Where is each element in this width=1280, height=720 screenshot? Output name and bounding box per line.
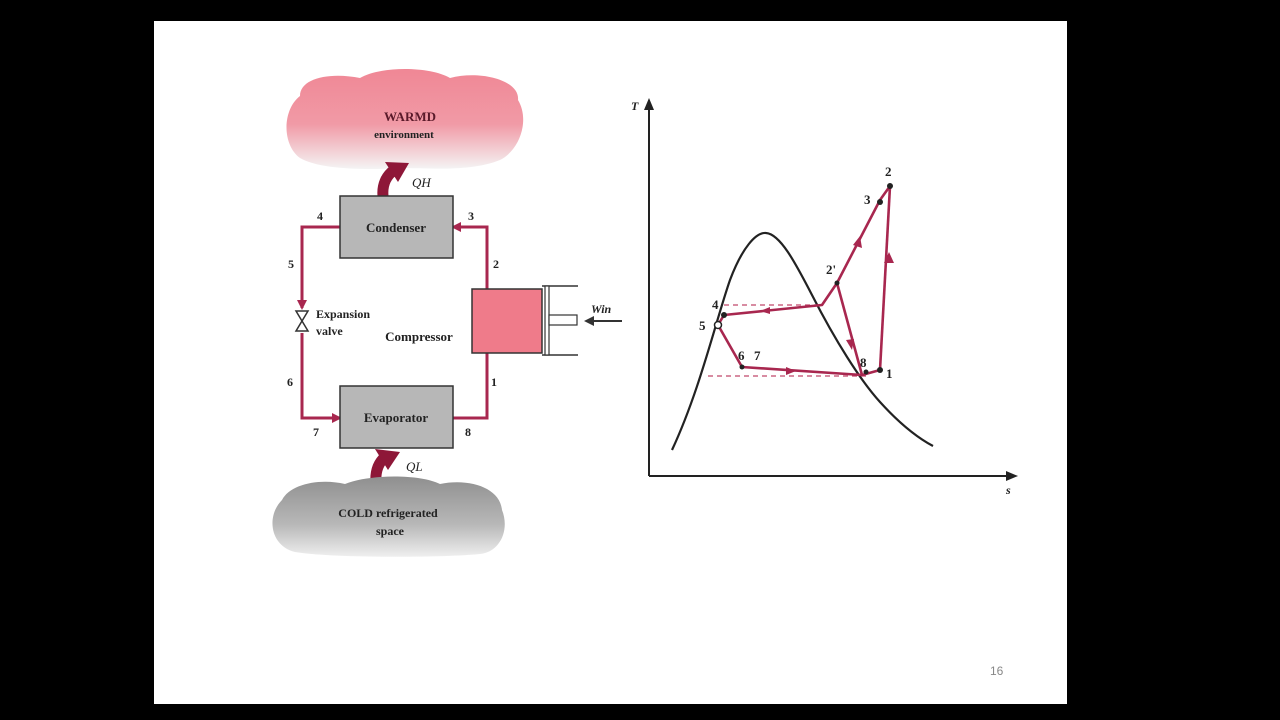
work-input-arrow: Win: [584, 302, 622, 326]
evaporator-box: Evaporator: [339, 385, 454, 449]
q-h-label: QH: [412, 175, 431, 190]
ts-marker-1: [877, 367, 883, 373]
heat-out-arrow: QH: [377, 162, 431, 197]
ts-label-7: 7: [754, 348, 761, 363]
s-axis-label: s: [1005, 483, 1011, 497]
expansion-label-line2: valve: [316, 324, 343, 338]
state-label-3: 3: [468, 209, 474, 223]
expansion-label-line1: Expansion: [316, 307, 370, 321]
ts-diagram: T s: [631, 98, 1018, 497]
w-in-label: Win: [591, 302, 612, 316]
state-label-6: 6: [287, 375, 293, 389]
s-axis-arrowhead: [1006, 471, 1018, 481]
t-axis-label: T: [631, 99, 639, 113]
ts-point-labels: 2 3 2' 4 5 6 7 8 1: [699, 164, 893, 381]
warm-label-line1: WARMD: [384, 109, 436, 124]
state-label-8: 8: [465, 425, 471, 439]
ts-label-3: 3: [864, 192, 871, 207]
cold-space-cloud: COLD refrigerated space: [272, 476, 505, 557]
ts-label-5: 5: [699, 318, 706, 333]
q-l-label: QL: [406, 459, 423, 474]
warm-label-line2: environment: [374, 129, 434, 141]
condenser-label: Condenser: [366, 220, 426, 235]
flow-arrows: [297, 222, 461, 423]
ts-marker-6: [739, 364, 745, 370]
expansion-valve: Expansion valve: [294, 307, 370, 338]
compressor: Compressor: [385, 285, 578, 356]
ts-label-4: 4: [712, 297, 719, 312]
cold-label-line1: COLD refrigerated: [338, 506, 438, 520]
warm-environment-cloud: WARMD environment: [286, 69, 524, 169]
saturation-dome: [671, 231, 934, 451]
state-label-2: 2: [493, 257, 499, 271]
ts-marker-2p: [834, 280, 840, 286]
cold-label-line2: space: [376, 524, 405, 538]
compressor-label: Compressor: [385, 329, 453, 344]
ts-marker-8: [863, 369, 869, 375]
ts-marker-4: [721, 312, 727, 318]
ts-axes: [648, 106, 1010, 477]
ts-label-6: 6: [738, 348, 745, 363]
ts-marker-3: [877, 199, 883, 205]
evaporator-label: Evaporator: [364, 410, 429, 425]
ts-direction-arrows: [760, 236, 894, 375]
ts-marker-2: [887, 183, 893, 189]
ts-label-2-prime: 2': [826, 262, 836, 277]
ts-label-8: 8: [860, 355, 867, 370]
state-labels: 4 3 5 2 6 1 7 8: [287, 209, 499, 439]
ts-label-1: 1: [886, 366, 893, 381]
state-label-7: 7: [313, 425, 319, 439]
state-label-5: 5: [288, 257, 294, 271]
ts-marker-5: [713, 320, 723, 330]
dashed-lines: [708, 304, 870, 377]
state-label-4: 4: [317, 209, 323, 223]
page-number: 16: [990, 664, 1004, 678]
ts-state-markers: [713, 183, 893, 375]
t-axis-arrowhead: [644, 98, 654, 110]
state-label-1: 1: [491, 375, 497, 389]
condenser-box: Condenser: [339, 195, 454, 259]
refrigerant-pipes: [300, 225, 489, 420]
refrigeration-cycle-diagram: WARMD environment QH Condenser: [272, 69, 622, 557]
ts-label-2: 2: [885, 164, 892, 179]
